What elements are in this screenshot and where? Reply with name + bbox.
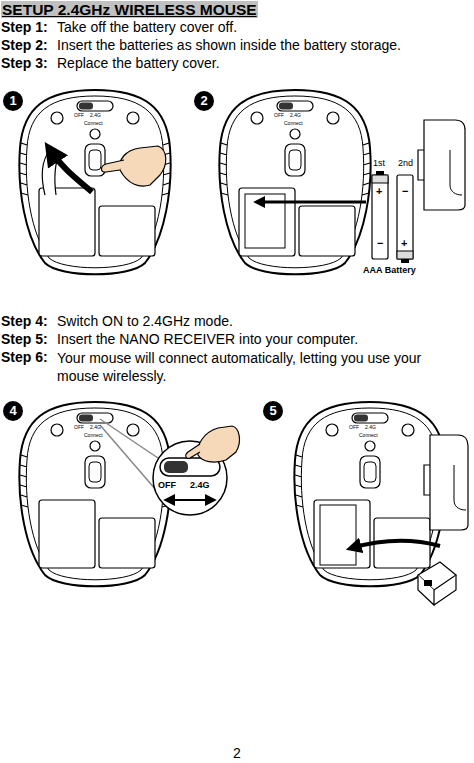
- battery-order: 1st: [373, 158, 385, 168]
- step-text: Replace the battery cover.: [57, 55, 220, 72]
- switch-label: OFF: [158, 480, 176, 490]
- step-text: Insert the batteries as shown inside the…: [57, 37, 401, 54]
- battery-order: 2nd: [398, 158, 413, 168]
- switch-label: OFF: [349, 424, 359, 430]
- button-label: Connect: [84, 120, 103, 126]
- page-number: 2: [233, 745, 241, 761]
- switch-label: 2.4G: [365, 424, 376, 430]
- switch-label: 2.4G: [90, 112, 101, 118]
- page-title: SETUP 2.4GHz WIRELESS MOUSE: [1, 1, 258, 18]
- step-number: Step 2:: [1, 37, 48, 54]
- step-number: Step 4:: [1, 313, 48, 330]
- button-label: Connect: [284, 120, 303, 126]
- button-label: Connect: [359, 432, 378, 438]
- step-text: Insert the NANO RECEIVER into your compu…: [57, 331, 358, 348]
- step-text: Switch ON to 2.4GHz mode.: [57, 313, 233, 330]
- callout-number: 2: [194, 91, 214, 111]
- callout-number: 1: [3, 91, 23, 111]
- step-number: Step 5:: [1, 331, 48, 348]
- switch-label: OFF: [74, 112, 84, 118]
- callout-number: 5: [263, 401, 283, 421]
- switch-label: 2.4G: [190, 480, 210, 490]
- switch-label: 2.4G: [290, 112, 301, 118]
- battery-label: AAA Battery: [363, 265, 416, 275]
- polarity-sign: +: [401, 238, 407, 249]
- step-number: Step 6:: [1, 349, 48, 366]
- switch-label: OFF: [274, 112, 284, 118]
- step-text: Your mouse will connect automatically, l…: [57, 349, 437, 385]
- callout-number: 4: [3, 401, 23, 421]
- step-number: Step 1:: [1, 19, 48, 36]
- polarity-sign: +: [376, 186, 382, 197]
- switch-label: 2.4G: [90, 424, 101, 430]
- step-text: Take off the battery cover off.: [57, 19, 237, 36]
- step-number: Step 3:: [1, 55, 48, 72]
- button-label: Connect: [84, 432, 103, 438]
- switch-label: OFF: [74, 424, 84, 430]
- polarity-sign: −: [402, 186, 408, 197]
- polarity-sign: −: [377, 238, 383, 249]
